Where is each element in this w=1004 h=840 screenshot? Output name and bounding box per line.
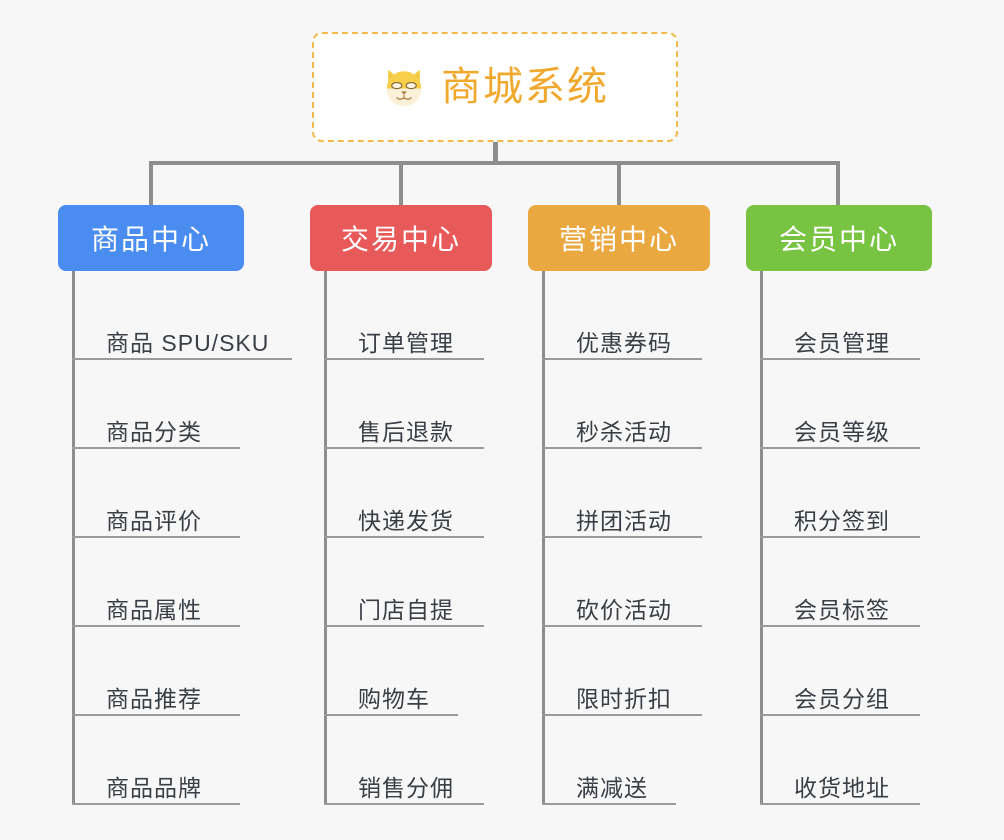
category-header-label: 会员中心 [778,224,899,255]
category-column-0: 商品中心 商品 SPU/SKU 商品分类 商品评价 商品属性 商品推荐 商品品牌 [58,205,292,805]
leaf-item[interactable]: 商品推荐 [72,627,240,716]
leaf-label: 会员分组 [794,685,890,712]
leaf-label: 商品推荐 [106,685,202,712]
connector-root-stem [493,142,498,165]
leaf-label: 商品属性 [106,596,202,623]
leaf-label: 售后退款 [358,418,454,445]
leaf-label: 购物车 [358,685,430,712]
leaf-label: 砍价活动 [576,596,672,623]
leaf-label: 商品品牌 [106,774,202,801]
items-spine [324,271,327,805]
root-title: 商城系统 [441,65,609,109]
leaf-item[interactable]: 门店自提 [324,538,484,627]
connector-drop-1 [149,161,153,207]
items-spine [72,271,75,805]
category-header-label: 商品中心 [90,224,211,255]
category-header-3[interactable]: 会员中心 [746,205,932,271]
category-column-2: 营销中心 优惠券码 秒杀活动 拼团活动 砍价活动 限时折扣 满减送 [528,205,710,805]
category-header-label: 交易中心 [340,224,461,255]
items-spine [542,271,545,805]
leaf-label: 会员标签 [794,596,890,623]
leaf-label: 商品 SPU/SKU [106,329,270,356]
leaf-item[interactable]: 会员管理 [760,271,920,360]
shiba-dog-face-icon [381,64,427,110]
leaf-item[interactable]: 销售分佣 [324,716,484,805]
leaf-item[interactable]: 购物车 [324,627,458,716]
leaf-label: 销售分佣 [358,774,454,801]
items-spine [760,271,763,805]
leaf-item[interactable]: 秒杀活动 [542,360,702,449]
leaf-label: 门店自提 [358,596,454,623]
leaf-label: 快递发货 [358,507,454,534]
leaf-item[interactable]: 商品分类 [72,360,240,449]
leaf-item[interactable]: 订单管理 [324,271,484,360]
connector-drop-3 [617,161,621,207]
leaf-item[interactable]: 快递发货 [324,449,484,538]
leaf-item[interactable]: 满减送 [542,716,676,805]
connector-horizontal-bus [149,161,840,165]
leaf-item[interactable]: 会员标签 [760,538,920,627]
leaf-item[interactable]: 优惠券码 [542,271,702,360]
leaf-item[interactable]: 砍价活动 [542,538,702,627]
leaf-label: 订单管理 [358,329,454,356]
category-column-1: 交易中心 订单管理 售后退款 快递发货 门店自提 购物车 销售分佣 [310,205,492,805]
root-node[interactable]: 商城系统 [312,32,678,142]
leaf-item[interactable]: 会员等级 [760,360,920,449]
leaf-item[interactable]: 商品 SPU/SKU [72,271,292,360]
leaf-label: 商品评价 [106,507,202,534]
leaf-item[interactable]: 积分签到 [760,449,920,538]
leaf-label: 限时折扣 [576,685,672,712]
category-header-1[interactable]: 交易中心 [310,205,492,271]
leaf-item[interactable]: 拼团活动 [542,449,702,538]
leaf-label: 会员管理 [794,329,890,356]
leaf-label: 满减送 [576,774,648,801]
leaf-label: 收货地址 [794,774,890,801]
leaf-item[interactable]: 限时折扣 [542,627,702,716]
leaf-item[interactable]: 商品品牌 [72,716,240,805]
leaf-label: 商品分类 [106,418,202,445]
leaf-label: 优惠券码 [576,329,672,356]
leaf-item[interactable]: 商品评价 [72,449,240,538]
category-header-0[interactable]: 商品中心 [58,205,244,271]
leaf-item[interactable]: 会员分组 [760,627,920,716]
leaf-label: 秒杀活动 [576,418,672,445]
connector-drop-2 [399,161,403,207]
category-column-3: 会员中心 会员管理 会员等级 积分签到 会员标签 会员分组 收货地址 [746,205,932,805]
leaf-label: 拼团活动 [576,507,672,534]
connector-drop-4 [836,161,840,207]
category-header-label: 营销中心 [558,224,679,255]
leaf-label: 积分签到 [794,507,890,534]
leaf-item[interactable]: 商品属性 [72,538,240,627]
category-header-2[interactable]: 营销中心 [528,205,710,271]
leaf-item[interactable]: 收货地址 [760,716,920,805]
leaf-item[interactable]: 售后退款 [324,360,484,449]
leaf-label: 会员等级 [794,418,890,445]
